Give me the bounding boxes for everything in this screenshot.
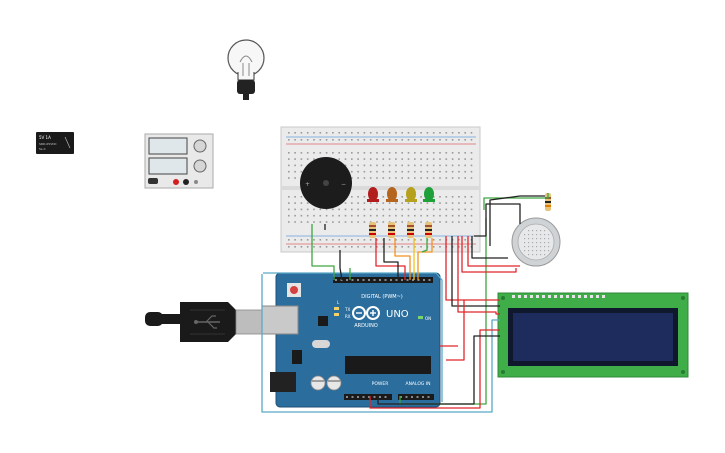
breadboard[interactable] (280, 126, 481, 253)
piezo-buzzer[interactable]: + − (300, 157, 352, 209)
power-jack (270, 372, 296, 392)
relay-label: 5V 1A (39, 135, 51, 140)
atmega-chip (345, 356, 431, 374)
lcd-header-pins (512, 295, 605, 298)
rx-label: RX (345, 314, 351, 319)
resistor-1[interactable] (369, 222, 376, 238)
led-yellow[interactable] (405, 187, 417, 202)
sensor-mesh (524, 230, 550, 256)
usb-icon (194, 315, 220, 329)
l-label: L (337, 300, 340, 305)
svg-text:−: − (341, 181, 346, 188)
digital-header-pins (335, 279, 431, 281)
gas-sensor[interactable] (511, 217, 561, 267)
led-orange[interactable] (386, 187, 398, 202)
usb-port (261, 305, 299, 335)
arduino-logo-icon (352, 306, 380, 320)
power-supply[interactable] (144, 133, 214, 189)
board-model: UNO (386, 309, 409, 320)
resistor-4[interactable] (425, 222, 432, 238)
analog-label: ANALOG IN (405, 381, 430, 387)
wires[interactable] (261, 193, 549, 413)
tx-label: TX (344, 307, 350, 312)
light-bulb[interactable] (227, 39, 265, 100)
board-brand: ARDUINO (354, 323, 378, 329)
arduino-uno[interactable]: DIGITAL (PWM~) UNO ARDUINO TX RX L ON (261, 272, 441, 408)
relay-sub1: SRD-05VDC (39, 142, 57, 146)
relay-sub2: SL-C (39, 147, 46, 151)
resistor-2[interactable] (388, 222, 395, 238)
on-label: ON (425, 316, 431, 321)
voltage-knob-icon[interactable] (193, 139, 207, 153)
bottom-header-pins (346, 396, 430, 398)
current-knob-icon[interactable] (193, 159, 207, 173)
svg-text:+: + (305, 181, 310, 188)
reset-button[interactable] (290, 286, 298, 294)
resistor-3[interactable] (407, 222, 414, 238)
led-green[interactable] (423, 187, 435, 202)
lcd-16x2[interactable] (497, 292, 689, 378)
usb-cable[interactable] (145, 302, 263, 342)
led-red[interactable] (367, 187, 379, 202)
power-label: POWER (372, 381, 389, 387)
relay-module[interactable]: 5V 1A SRD-05VDC SL-C (36, 132, 74, 154)
lcd-screen (513, 313, 673, 361)
digital-label: DIGITAL (PWM~) (361, 294, 403, 300)
